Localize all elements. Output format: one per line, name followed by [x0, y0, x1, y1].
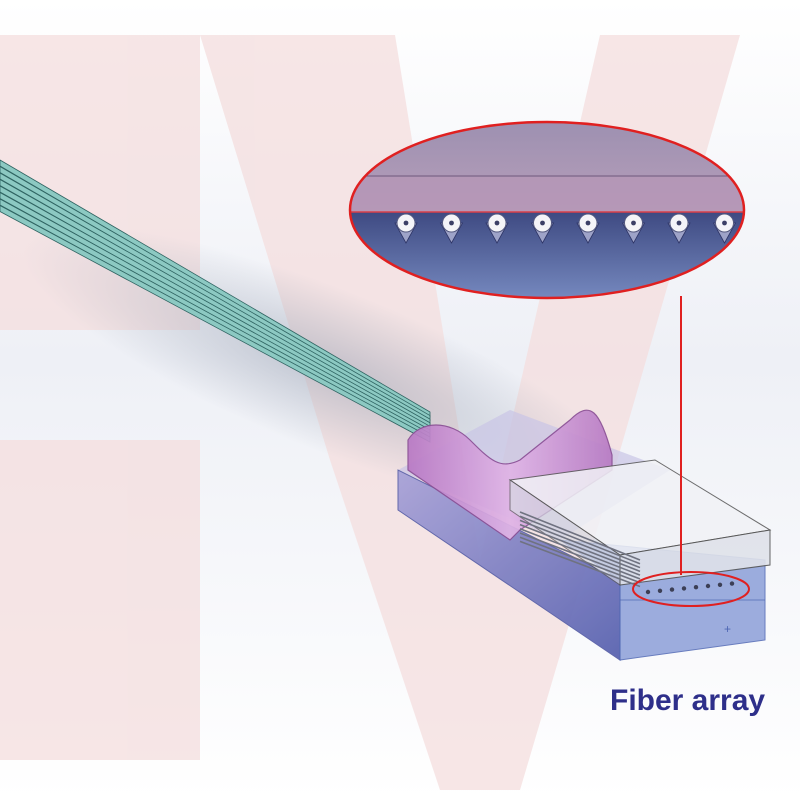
glass-lid	[508, 459, 772, 586]
endface-fiber	[717, 582, 723, 587]
endface-fiber	[681, 586, 687, 591]
fiber-end-dot-icon	[394, 213, 418, 244]
fiber-end-dot-icon	[621, 213, 646, 244]
fiber-end-dot-icon	[485, 213, 509, 244]
fiber-end-dot-icon	[667, 213, 691, 244]
groove-fiber	[519, 515, 641, 565]
fiber-end-dot-icon	[712, 213, 737, 244]
endface-fiber	[729, 581, 735, 586]
endface-fiber	[657, 588, 663, 593]
endface-fiber	[705, 583, 711, 589]
endface-fiber	[693, 585, 699, 590]
strain-relief-boot	[407, 409, 613, 541]
fiber-end-dot-icon	[576, 213, 600, 244]
fiber-end-dot-icon	[439, 213, 464, 244]
groove-fiber	[519, 540, 641, 588]
endface-fiber	[669, 587, 675, 592]
endface-fiber	[645, 589, 651, 595]
endface-callout-ring	[632, 571, 750, 607]
groove-fiber	[519, 528, 641, 576]
fiber-end-dot-icon	[530, 213, 555, 244]
magnified-fiber-ends	[394, 213, 737, 244]
groove-fiber	[519, 536, 641, 584]
groove-fiber	[519, 532, 641, 580]
groove-fiber	[519, 511, 641, 561]
fiber-ribbon	[0, 159, 431, 443]
groove-fiber	[519, 523, 641, 573]
groove-fiber	[519, 519, 641, 569]
fiber-array-caption: Fiber array	[610, 684, 766, 717]
groove-fibers	[519, 511, 735, 595]
svg-text:+: +	[724, 622, 731, 636]
